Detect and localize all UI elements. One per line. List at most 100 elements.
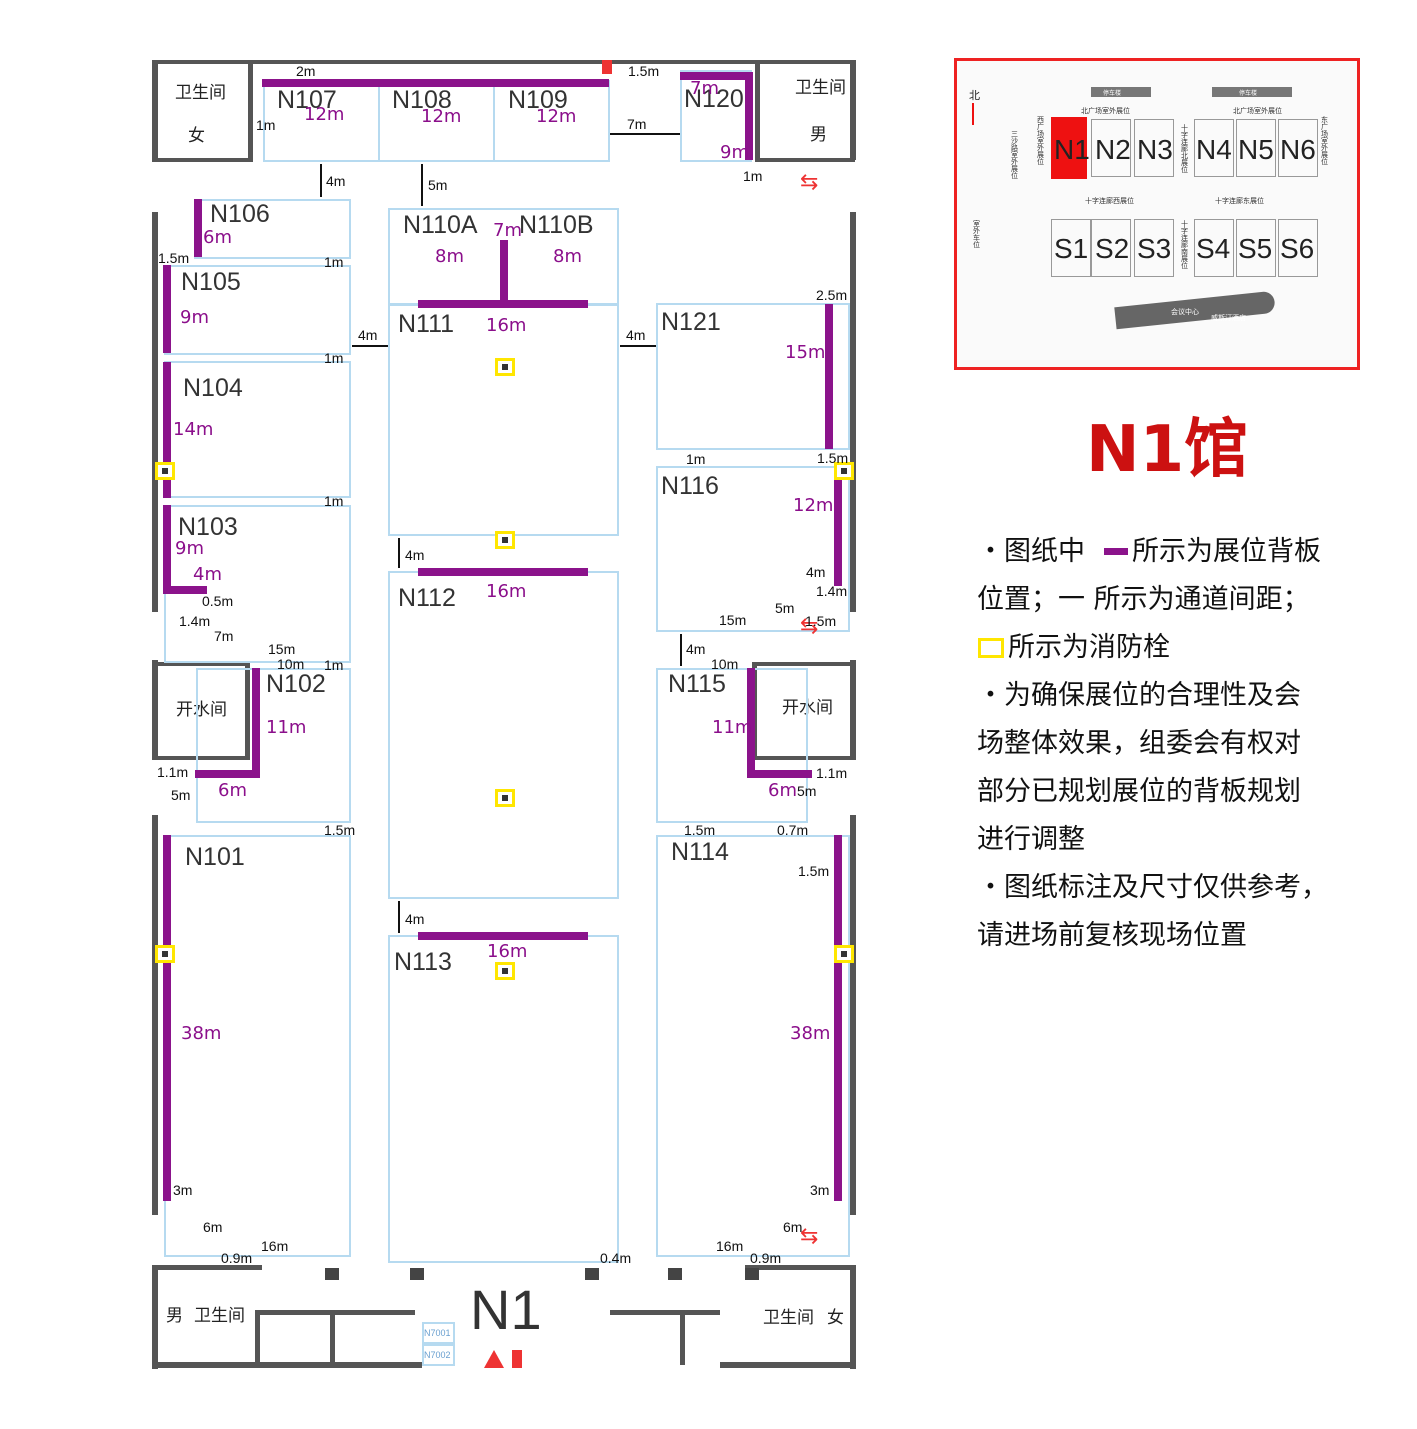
booth-id[interactable]: N104 — [183, 374, 243, 402]
booth-id[interactable]: N108 — [392, 86, 452, 114]
gap-dimension: 1.5m — [628, 63, 660, 79]
backboard-length: 6m — [768, 780, 797, 801]
booth-id[interactable]: N107 — [277, 86, 337, 114]
gap-line — [398, 901, 400, 933]
booth-id[interactable]: N113 — [394, 948, 452, 976]
backboard-length: 6m — [203, 227, 232, 248]
booth-id[interactable]: N105 — [181, 268, 241, 296]
hall-label: N3 — [1137, 134, 1173, 165]
hall-floor-mark: N1 — [470, 1278, 542, 1341]
hall-s4[interactable] — [1194, 219, 1234, 277]
gap-dimension: 1m — [324, 493, 344, 509]
backboard — [163, 505, 171, 594]
booth-id[interactable]: N110B — [519, 211, 594, 239]
wall — [152, 1362, 422, 1368]
gap-dimension: 10m — [711, 656, 739, 672]
fire-hydrant-icon — [495, 358, 515, 376]
backboard-length: 16m — [487, 941, 528, 962]
booth-id[interactable]: N115 — [668, 670, 726, 698]
gap-dimension: 2.5m — [816, 287, 848, 303]
hall-s5[interactable] — [1236, 219, 1276, 277]
corridor-label: 十字连廊南展位 — [1181, 221, 1188, 270]
parking-building — [1091, 87, 1151, 97]
hall-s1[interactable] — [1051, 219, 1091, 277]
plaza-label: 北广场室外展位 — [1233, 108, 1282, 115]
fire-hydrant-icon — [495, 962, 515, 980]
gap-dimension: 5m — [775, 600, 795, 616]
small-booth-id[interactable]: N7001 — [424, 1328, 451, 1338]
wall — [255, 1310, 260, 1365]
backboard — [418, 300, 588, 308]
wall — [255, 1310, 415, 1315]
booth-id[interactable]: N103 — [178, 513, 238, 541]
note-line: 请进场前复核现场位置 — [977, 920, 1247, 951]
backboard-length: 11m — [712, 717, 753, 738]
exit-arrow-icon: ⇆ — [800, 169, 819, 194]
booth-id[interactable]: N101 — [185, 843, 245, 871]
hall-n5[interactable] — [1236, 119, 1276, 177]
backboard-length: 8m — [435, 246, 464, 267]
female-label: 女 — [827, 1308, 844, 1328]
corridor-label: 十字连廊西展位 — [1085, 198, 1134, 205]
booth-id[interactable]: N112 — [398, 584, 456, 612]
toilet-label: 卫生间 — [763, 1308, 814, 1328]
toilet-label: 卫生间 — [194, 1306, 245, 1326]
backboard — [163, 835, 171, 1201]
backboard-length: 12m — [793, 495, 834, 516]
hall-s2[interactable] — [1091, 219, 1131, 277]
wall — [152, 158, 252, 162]
hall-label: S4 — [1196, 233, 1231, 264]
booth-id[interactable]: N110A — [403, 211, 478, 239]
hall-label: S5 — [1238, 233, 1273, 264]
gap-dimension: 7m — [627, 116, 647, 132]
booth-id[interactable]: N102 — [266, 670, 326, 698]
backboard-length: 7m — [493, 220, 522, 241]
gap-dimension: 4m — [326, 173, 346, 189]
male-label: 男 — [810, 125, 827, 145]
backboard-length: 9m — [175, 538, 204, 559]
plaza-label: 三沙路室外展位 — [1011, 131, 1018, 180]
note-line: 位置；一 所示为通道间距； — [977, 584, 1310, 615]
gap-dimension: 10m — [277, 656, 305, 672]
booth-id[interactable]: N120 — [684, 85, 744, 113]
hall-n1[interactable] — [1051, 117, 1087, 179]
wall — [752, 662, 854, 666]
gap-line — [610, 133, 680, 135]
backboard — [163, 362, 171, 498]
gap-dimension: 0.9m — [221, 1250, 253, 1266]
backboard-length: 12m — [536, 106, 577, 127]
gap-line — [421, 164, 423, 206]
booth-id[interactable]: N121 — [661, 308, 721, 336]
entry-marker-icon — [484, 1350, 504, 1368]
hall-s3[interactable] — [1134, 219, 1174, 277]
hall-n2[interactable] — [1091, 119, 1131, 177]
gap-dimension: 0.4m — [600, 1250, 632, 1266]
small-booth-id[interactable]: N7002 — [424, 1350, 451, 1360]
fire-hydrant-icon — [155, 945, 175, 963]
booth-id[interactable]: N114 — [671, 838, 729, 866]
backboard — [500, 240, 508, 302]
booth-id[interactable]: N116 — [661, 472, 719, 500]
wall — [680, 1310, 685, 1365]
toilet-label: 卫生间 — [795, 78, 846, 98]
booth-id[interactable]: N109 — [508, 86, 568, 114]
wall — [610, 1310, 720, 1315]
wall — [245, 662, 250, 760]
hall-n4[interactable] — [1194, 119, 1234, 177]
backboard — [194, 199, 202, 257]
gap-dimension: 1.5m — [158, 250, 190, 266]
booth-outline — [656, 668, 808, 823]
gap-dimension: 1.1m — [816, 765, 848, 781]
hall-s6[interactable] — [1278, 219, 1318, 277]
fire-hydrant-icon — [834, 462, 854, 480]
wall — [720, 1362, 856, 1368]
hall-n6[interactable] — [1278, 119, 1318, 177]
booth-id[interactable]: N111 — [398, 310, 455, 338]
wall — [755, 158, 855, 162]
hydrant-legend-icon — [978, 638, 1004, 658]
booth-id[interactable]: N106 — [210, 200, 270, 228]
wall — [152, 60, 856, 64]
gap-dimension: 1.1m — [157, 764, 189, 780]
hall-label: N4 — [1196, 134, 1232, 165]
hall-n3[interactable] — [1134, 119, 1174, 177]
